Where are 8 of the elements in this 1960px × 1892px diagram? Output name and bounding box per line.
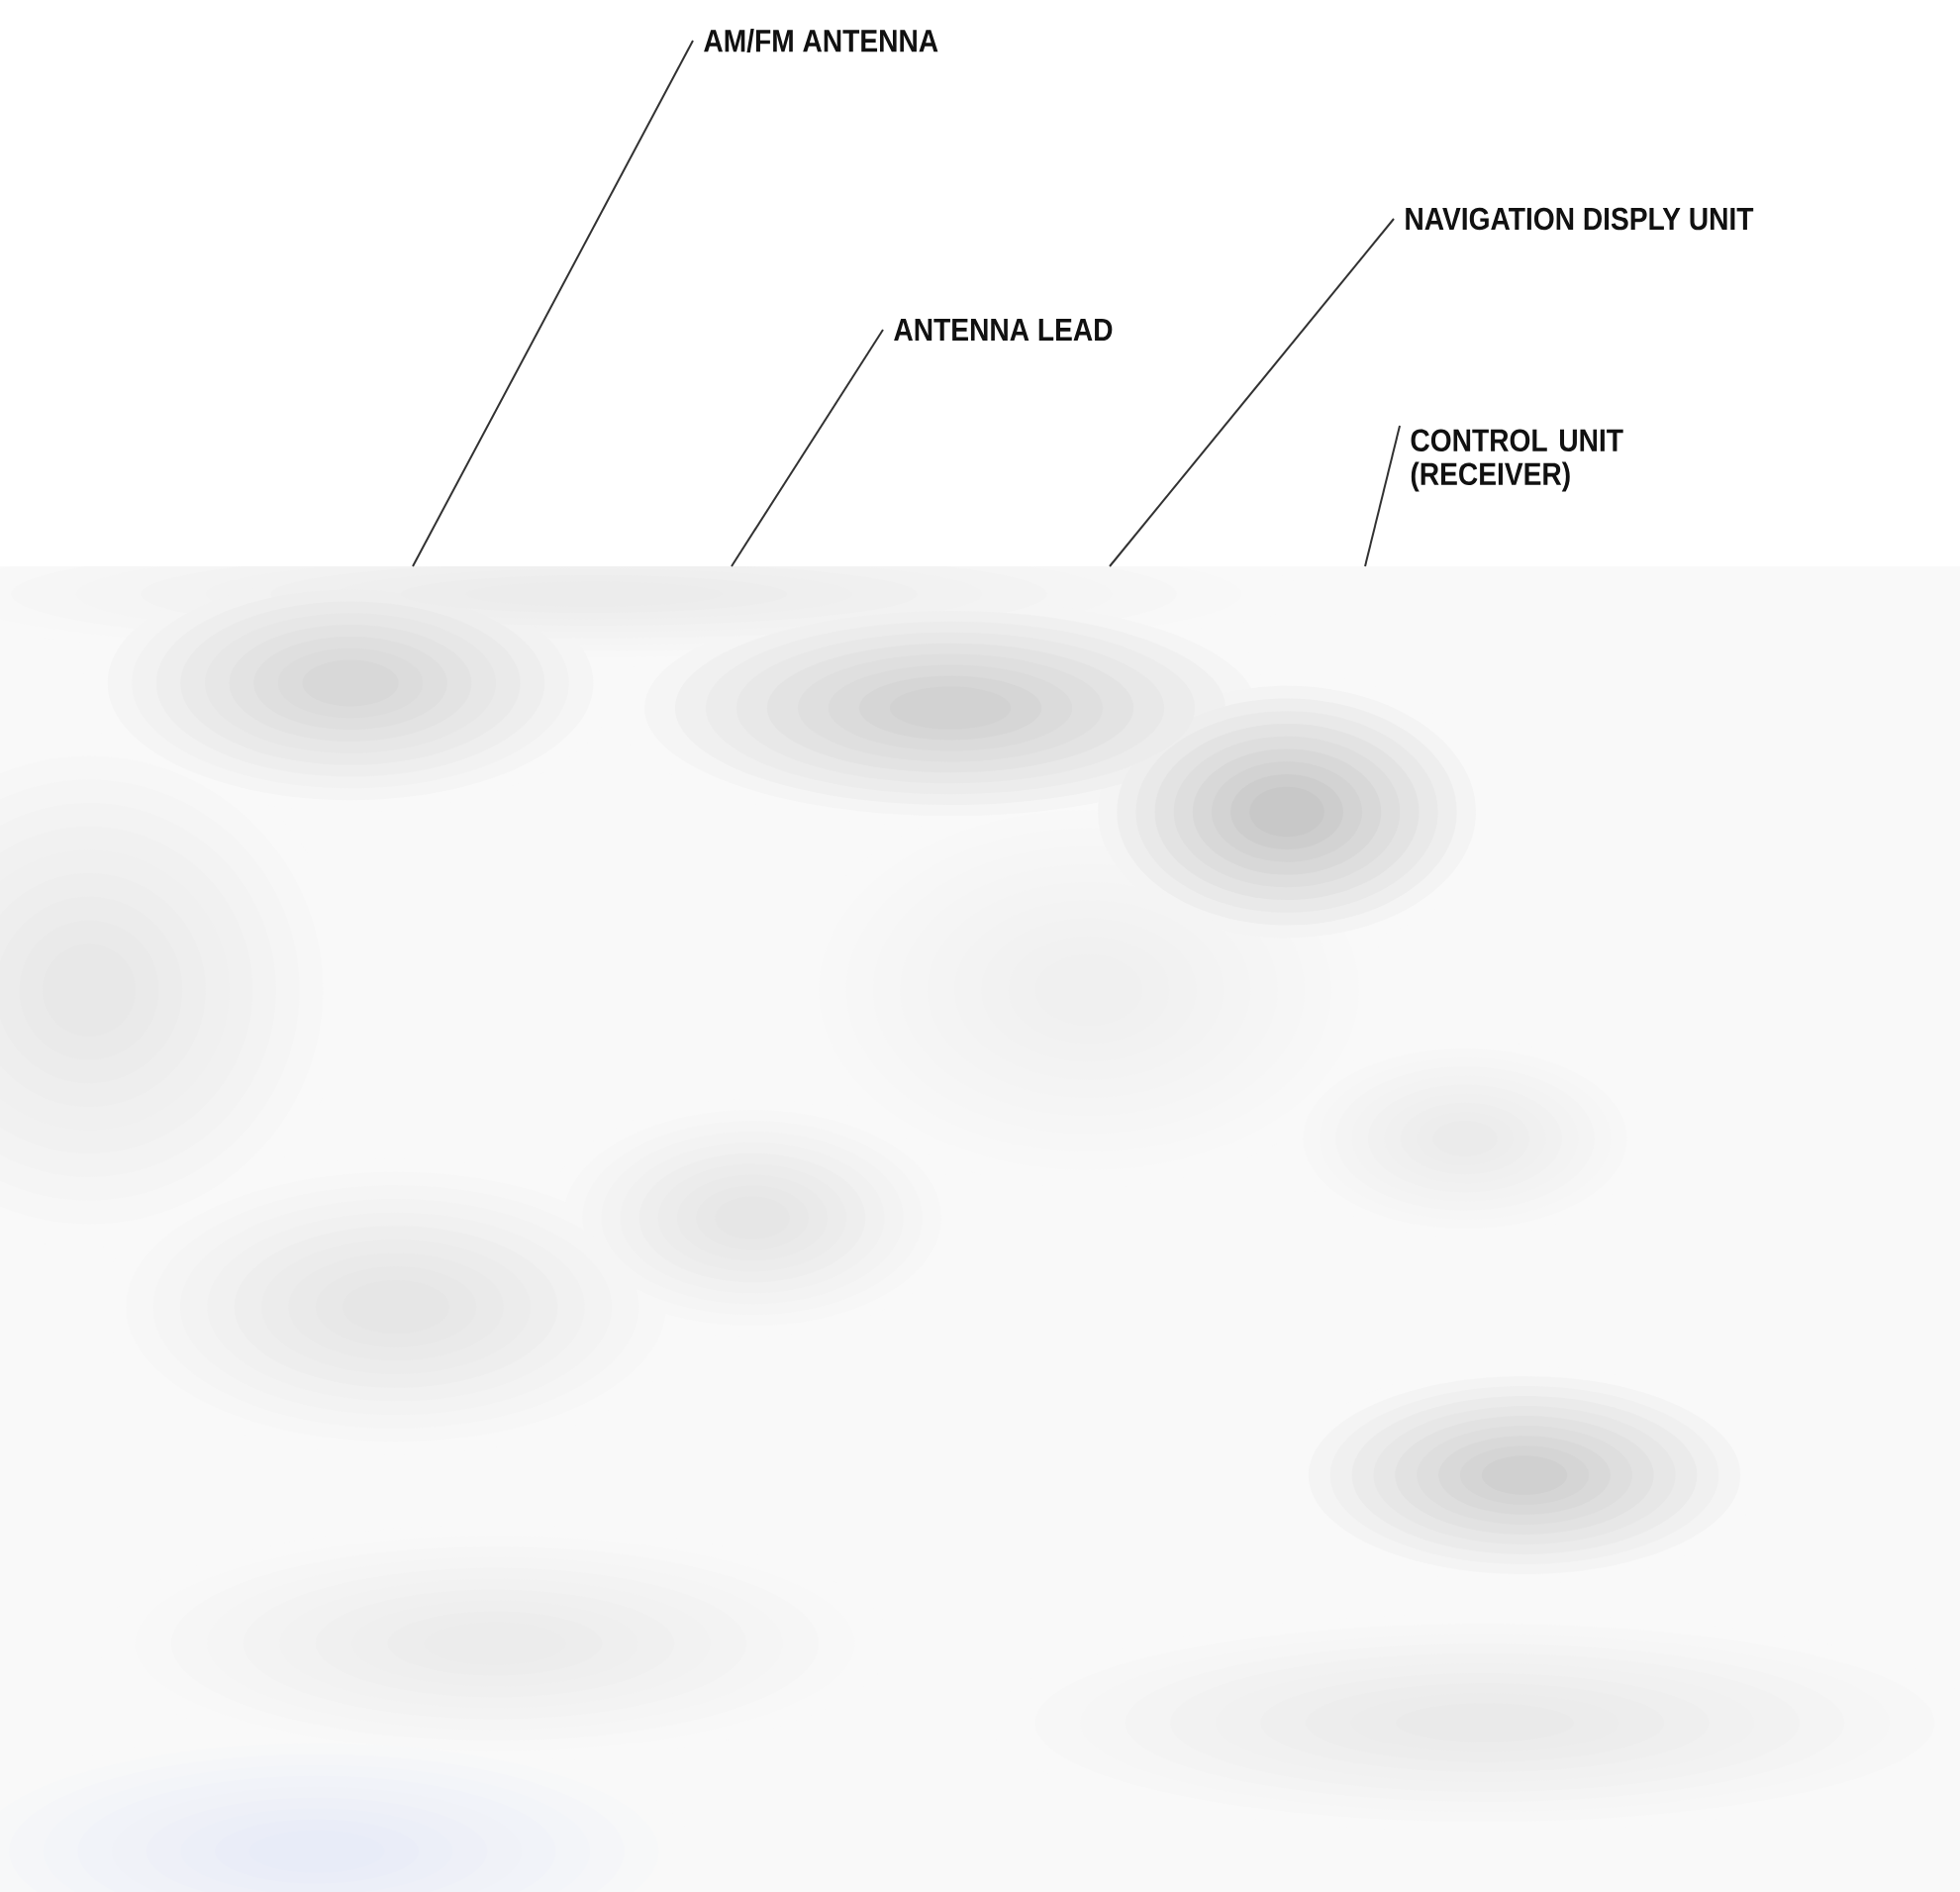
leader-line — [731, 329, 884, 567]
part-label: AM/FM ANTENNA — [704, 29, 938, 52]
part-label: CONTROL UNIT (RECEIVER) — [1411, 429, 1623, 492]
part-label: NAVIGATION DISPLY UNIT — [1406, 207, 1754, 231]
leader-line — [1109, 218, 1395, 567]
part-label: ANTENNA LEAD — [894, 319, 1113, 341]
leader-line — [412, 40, 694, 567]
leader-line — [1364, 425, 1401, 567]
